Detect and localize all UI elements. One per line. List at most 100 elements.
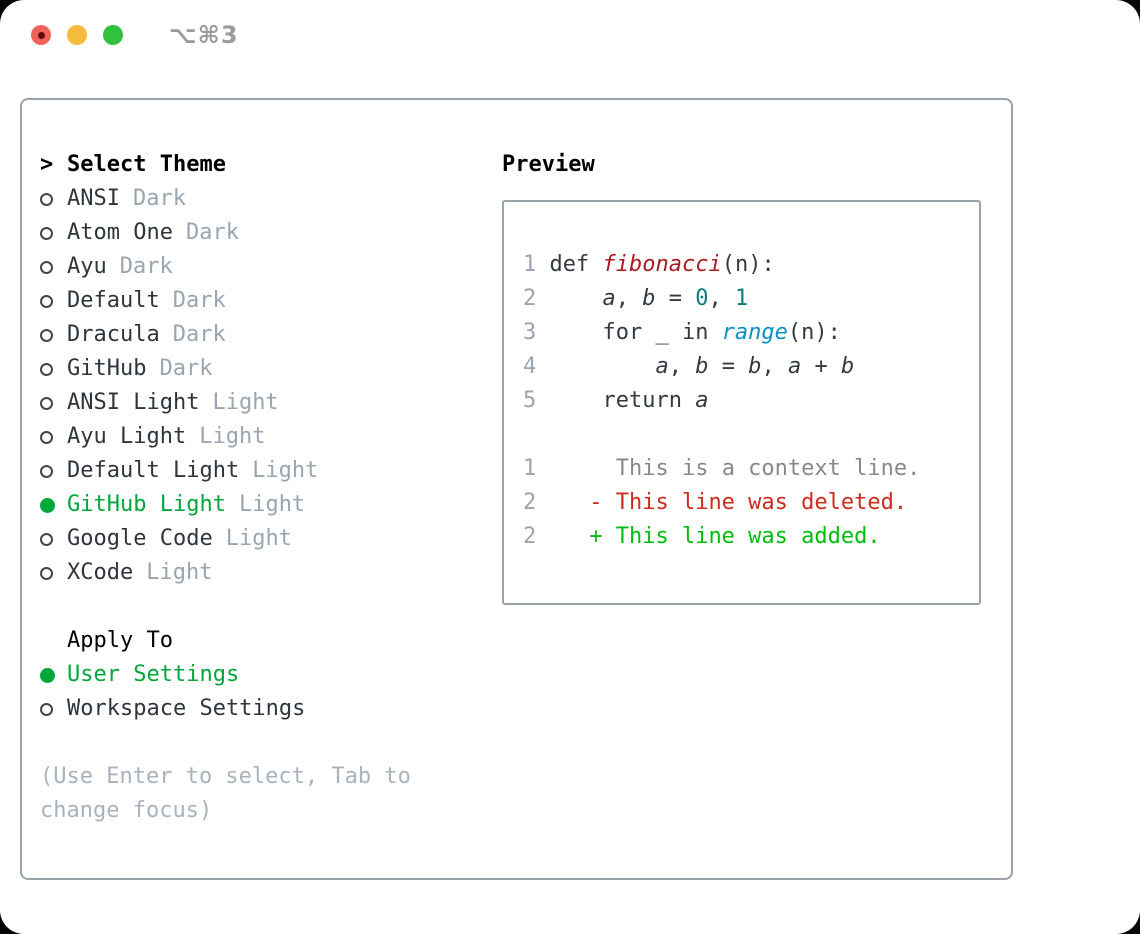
preview-header: Preview — [502, 148, 987, 182]
option-label: Default Light — [67, 458, 240, 483]
hint-line-2: change focus) — [40, 798, 213, 823]
option-label: GitHub Light — [67, 492, 226, 517]
option-label: Ayu Light — [67, 424, 187, 449]
code-line: 2 - This line was deleted. — [523, 490, 908, 515]
radio-marker — [40, 226, 67, 240]
apply-to-title: Apply To — [67, 628, 173, 653]
theme-option[interactable]: Ayu Light Light — [40, 420, 502, 454]
code-line: 2 a, b = 0, 1 — [523, 286, 749, 311]
option-variant-badge: Light — [252, 458, 319, 483]
select-theme-header: > Select Theme — [40, 148, 502, 182]
radio-icon — [40, 702, 53, 716]
theme-picker-panel: > Select Theme ANSI Dark Atom One Dark A… — [20, 98, 1013, 880]
code-line: 3 for _ in range(n): — [523, 320, 841, 345]
option-label: GitHub — [67, 356, 147, 381]
preview-code-box: 1 def fibonacci(n): 2 a, b = 0, 1 3 for _ … — [502, 200, 981, 605]
radio-marker — [40, 328, 67, 342]
radio-marker — [40, 192, 67, 206]
option-label: Google Code — [67, 526, 213, 551]
radio-marker — [40, 532, 67, 546]
option-variant-badge: Dark — [172, 288, 226, 313]
code-line: 1 This is a context line. — [523, 456, 921, 481]
radio-marker — [40, 702, 67, 716]
spacer — [40, 726, 502, 760]
option-variant-badge: Light — [199, 424, 266, 449]
radio-icon — [40, 497, 55, 513]
theme-option[interactable]: Google Code Light — [40, 522, 502, 556]
option-variant-badge: Dark — [185, 220, 239, 245]
option-variant-badge: Dark — [172, 322, 226, 347]
apply-to-header: Apply To — [40, 624, 502, 658]
radio-icon — [40, 430, 53, 444]
cursor-marker-icon: > — [40, 152, 54, 177]
option-label: Default — [67, 288, 160, 313]
code-line — [523, 418, 979, 452]
option-variant-badge: Light — [225, 526, 292, 551]
option-variant-badge: Dark — [159, 356, 213, 381]
theme-option[interactable]: Ayu Dark — [40, 250, 502, 284]
radio-icon — [40, 464, 53, 478]
apply-option[interactable]: User Settings — [40, 658, 502, 692]
apply-to-list: User Settings Workspace Settings — [40, 658, 502, 726]
theme-option[interactable]: ANSI Dark — [40, 182, 502, 216]
radio-marker — [40, 362, 67, 376]
radio-marker — [40, 566, 67, 580]
radio-marker — [40, 430, 67, 444]
select-theme-title: Select Theme — [67, 152, 226, 177]
radio-marker — [40, 667, 67, 683]
code-line: 4 a, b = b, a + b — [523, 354, 855, 379]
radio-marker — [40, 294, 67, 308]
title-bar: ⌥⌘3 — [0, 0, 1140, 70]
radio-icon — [40, 294, 53, 308]
option-label: XCode — [67, 560, 134, 585]
radio-marker — [40, 396, 67, 410]
code-line: 5 return a — [523, 388, 709, 413]
radio-icon — [40, 328, 53, 342]
radio-marker — [40, 464, 67, 478]
option-variant-badge: Dark — [132, 186, 186, 211]
option-label: Ayu — [67, 254, 107, 279]
theme-option[interactable]: GitHub Dark — [40, 352, 502, 386]
code-line: 1 def fibonacci(n): — [523, 252, 775, 277]
theme-option[interactable]: Default Dark — [40, 284, 502, 318]
option-label: ANSI Light — [67, 390, 200, 415]
preview-column: Preview 1 def fibonacci(n): 2 a, b = 0, 1… — [502, 148, 987, 878]
spacer — [40, 590, 502, 624]
theme-option[interactable]: XCode Light — [40, 556, 502, 590]
close-dot-icon — [37, 31, 45, 39]
hint-line-1: (Use Enter to select, Tab to — [40, 764, 411, 789]
radio-icon — [40, 396, 53, 410]
radio-icon — [40, 226, 53, 240]
radio-icon — [40, 566, 53, 580]
close-button[interactable] — [31, 25, 51, 45]
radio-marker — [40, 497, 67, 513]
option-label: User Settings — [67, 662, 240, 687]
radio-icon — [40, 192, 53, 206]
radio-marker — [40, 260, 67, 274]
option-variant-badge: Dark — [119, 254, 173, 279]
option-label: Atom One — [67, 220, 173, 245]
radio-icon — [40, 260, 53, 274]
theme-option[interactable]: Default Light Light — [40, 454, 502, 488]
theme-option[interactable]: ANSI Light Light — [40, 386, 502, 420]
radio-icon — [40, 362, 53, 376]
zoom-button[interactable] — [103, 25, 123, 45]
option-variant-badge: Light — [212, 390, 279, 415]
option-variant-badge: Light — [146, 560, 213, 585]
code-line: 2 + This line was added. — [523, 524, 881, 549]
option-label: Workspace Settings — [67, 696, 306, 721]
keyboard-shortcut-label: ⌥⌘3 — [169, 21, 239, 49]
option-label: ANSI — [67, 186, 120, 211]
preview-title: Preview — [502, 152, 595, 177]
theme-option[interactable]: Atom One Dark — [40, 216, 502, 250]
theme-picker-column: > Select Theme ANSI Dark Atom One Dark A… — [40, 148, 502, 878]
option-variant-badge: Light — [238, 492, 306, 517]
radio-icon — [40, 532, 53, 546]
theme-option[interactable]: Dracula Dark — [40, 318, 502, 352]
radio-icon — [40, 667, 55, 683]
minimize-button[interactable] — [67, 25, 87, 45]
apply-option[interactable]: Workspace Settings — [40, 692, 502, 726]
option-label: Dracula — [67, 322, 160, 347]
theme-option[interactable]: GitHub Light Light — [40, 488, 502, 522]
